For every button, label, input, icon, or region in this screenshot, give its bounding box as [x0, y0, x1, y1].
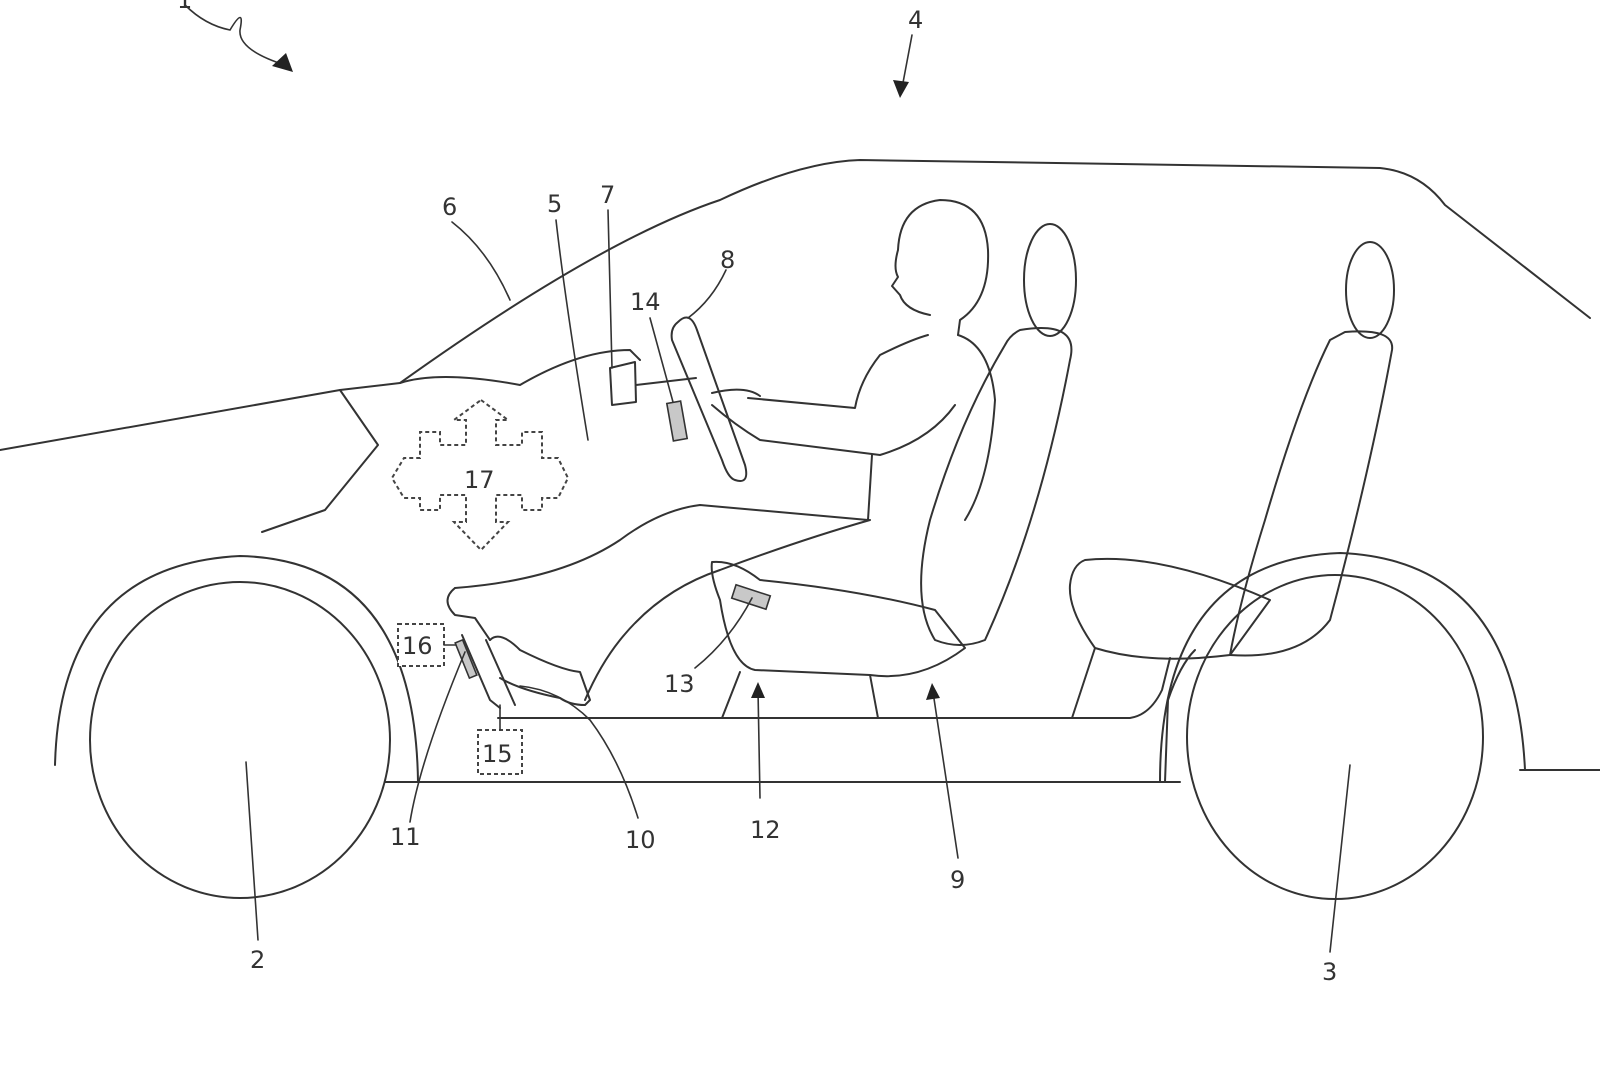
fender-line — [261, 389, 379, 533]
steering-column — [609, 361, 697, 406]
reference-numerals: 1 4 6 5 7 8 14 17 16 15 13 11 10 12 9 2 … — [177, 0, 1337, 986]
driver-foot — [489, 635, 591, 706]
driver-torso-front — [747, 334, 929, 409]
arrowhead-4 — [893, 80, 909, 98]
label-6: 6 — [442, 193, 457, 221]
leader-7 — [607, 209, 613, 369]
label-14: 14 — [630, 288, 661, 316]
leader-3 — [1329, 764, 1351, 953]
leader-5 — [555, 219, 589, 441]
steering — [609, 316, 748, 482]
leader-lines — [184, 4, 1351, 953]
label-15: 15 — [482, 740, 513, 768]
front-seat-base — [721, 671, 879, 719]
label-5: 5 — [547, 190, 562, 218]
front-seat-backrest — [920, 327, 1073, 646]
label-10: 10 — [625, 826, 656, 854]
label-3: 3 — [1322, 958, 1337, 986]
rear-seat-backrest — [1229, 330, 1394, 657]
label-9: 9 — [950, 866, 965, 894]
leader-10 — [519, 685, 639, 819]
rear-wheel — [1186, 574, 1484, 900]
label-4: 4 — [908, 6, 923, 34]
leader-1 — [184, 4, 286, 66]
front-wheel-arch — [54, 555, 419, 783]
rear-seat-headrest — [1345, 241, 1395, 339]
multidirectional-arrow-17 — [390, 398, 570, 552]
leader-12 — [757, 689, 761, 799]
label-16: 16 — [402, 632, 433, 660]
arrowhead-9 — [926, 683, 940, 700]
label-12: 12 — [750, 816, 781, 844]
pedal-10 — [485, 639, 516, 706]
seat-sensor-13 — [730, 583, 772, 611]
rear-wheel-arch — [1159, 552, 1526, 783]
vehicle-outline-top — [0, 159, 1591, 451]
driver-thigh — [454, 454, 873, 589]
dashboard — [399, 349, 641, 386]
driver — [446, 199, 996, 706]
leader-6 — [451, 221, 511, 301]
label-8: 8 — [720, 246, 735, 274]
leader-9 — [932, 691, 959, 859]
driver-arm — [711, 388, 956, 456]
rear-seat-cushion — [1068, 557, 1271, 660]
front-seat-headrest — [1023, 223, 1077, 337]
label-1: 1 — [177, 0, 192, 14]
steering-sensor-14 — [665, 400, 689, 442]
driver-torso-back — [957, 334, 996, 521]
arrowhead-12 — [751, 682, 765, 698]
front-seat-cushion — [710, 560, 966, 678]
rear-seat-base — [1071, 647, 1096, 719]
leader-4 — [901, 34, 913, 89]
box-16 — [397, 623, 445, 667]
arrowheads — [272, 53, 940, 700]
label-2: 2 — [250, 946, 265, 974]
dashed-boxes — [397, 623, 523, 775]
driver-lower-leg — [446, 519, 871, 701]
wheels — [89, 574, 1484, 900]
driver-head — [891, 199, 990, 336]
steering-wheel — [670, 316, 748, 482]
cabin-floor — [497, 657, 1171, 719]
leader-2 — [245, 761, 259, 941]
leader-14 — [649, 317, 674, 403]
label-7: 7 — [600, 181, 615, 209]
label-11: 11 — [390, 823, 421, 851]
vehicle-body — [0, 159, 1600, 783]
label-17: 17 — [464, 466, 495, 494]
seats — [710, 223, 1395, 719]
front-wheel — [89, 581, 391, 899]
pedals — [454, 583, 772, 709]
rear-arch-inner — [1164, 649, 1196, 783]
leader-8 — [687, 269, 727, 319]
arrowhead-1 — [272, 53, 293, 72]
leader-13 — [694, 597, 753, 669]
leader-11 — [409, 651, 466, 823]
pedal-11 — [461, 634, 501, 709]
label-13: 13 — [664, 670, 695, 698]
